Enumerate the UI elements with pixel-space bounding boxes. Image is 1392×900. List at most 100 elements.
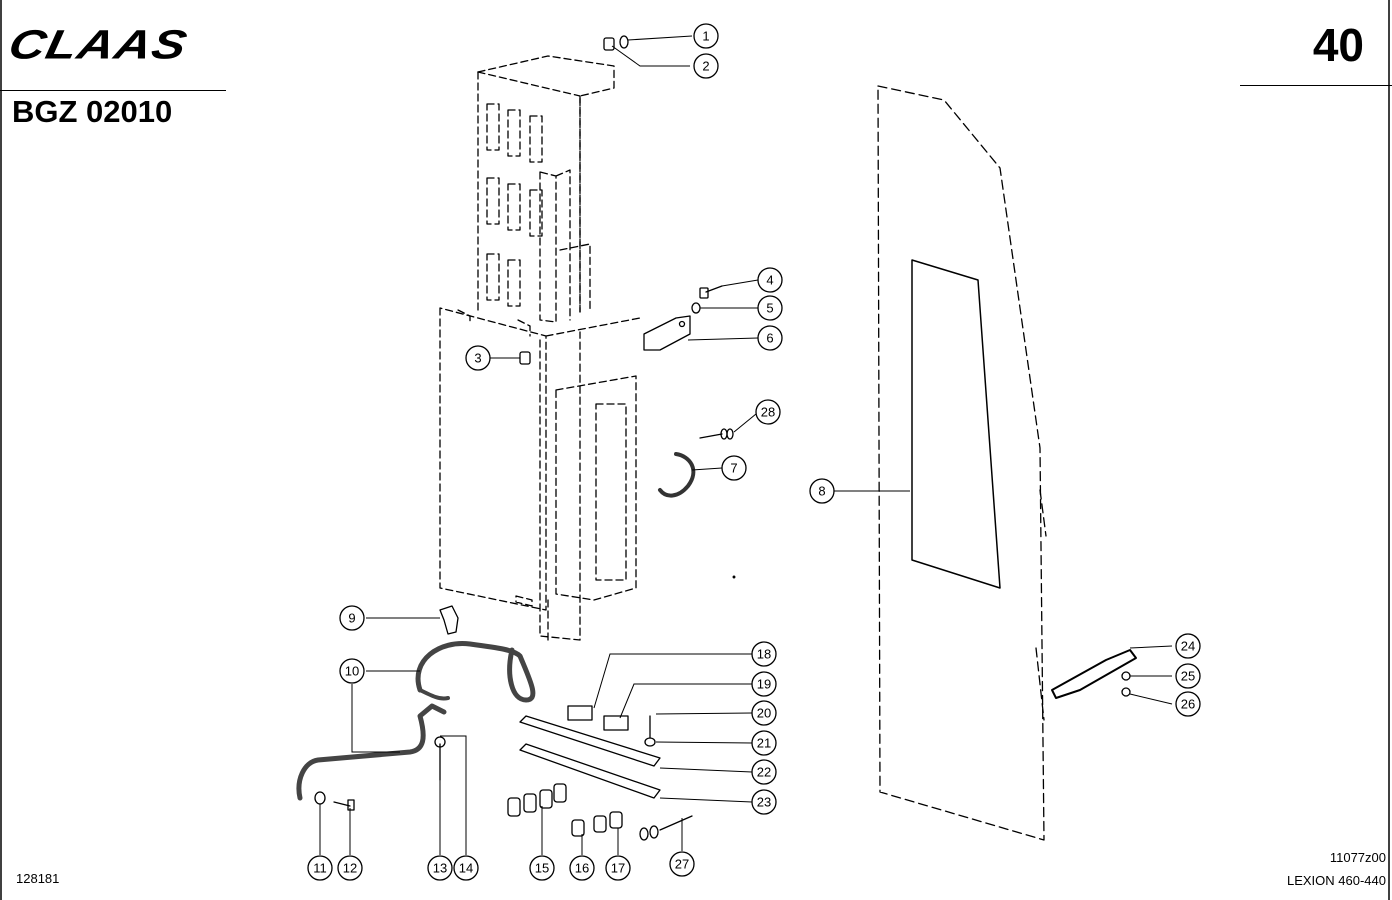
callout-circle — [751, 671, 777, 697]
callout-number: 6 — [766, 331, 773, 346]
callout-number: 15 — [535, 861, 549, 876]
callout-8: 8 — [809, 478, 835, 504]
callout-circle — [757, 295, 783, 321]
callout-17: 17 — [605, 855, 631, 881]
callout-circle — [757, 325, 783, 351]
callout-number: 16 — [575, 861, 589, 876]
callout-circle — [809, 478, 835, 504]
callout-number: 22 — [757, 765, 771, 780]
callout-number: 23 — [757, 795, 771, 810]
callout-circle — [465, 345, 491, 371]
callout-20: 20 — [751, 700, 777, 726]
callout-circle — [1175, 633, 1201, 659]
callout-circle — [751, 700, 777, 726]
callout-number: 12 — [343, 861, 357, 876]
callout-number: 5 — [766, 301, 773, 316]
callout-25: 25 — [1175, 663, 1201, 689]
callout-circle — [693, 53, 719, 79]
callout-circle — [337, 855, 363, 881]
callout-26: 26 — [1175, 691, 1201, 717]
callout-circle — [751, 789, 777, 815]
callout-number: 2 — [702, 59, 709, 74]
callout-circle — [427, 855, 453, 881]
drawing-reference: 11077z00 — [1329, 850, 1386, 865]
callout-circle — [721, 455, 747, 481]
callout-circle — [757, 267, 783, 293]
callout-circle — [751, 641, 777, 667]
callout-number: 7 — [730, 461, 737, 476]
callout-number: 18 — [757, 647, 771, 662]
callout-circle — [1175, 663, 1201, 689]
panel-window — [911, 259, 1001, 589]
nut-part — [603, 37, 615, 51]
header-rule-right — [1240, 85, 1392, 86]
lower-panel-outline — [439, 307, 641, 641]
callout-circle — [339, 658, 365, 684]
callout-12: 12 — [337, 855, 363, 881]
callout-circle — [529, 855, 555, 881]
callout-number: 8 — [818, 484, 825, 499]
callout-number: 24 — [1181, 639, 1195, 654]
callout-number: 17 — [611, 861, 625, 876]
callout-13: 13 — [427, 855, 453, 881]
callout-circle — [751, 730, 777, 756]
callout-number: 28 — [761, 405, 775, 420]
callout-10: 10 — [339, 658, 365, 684]
callout-4: 4 — [757, 267, 783, 293]
callout-circle — [307, 855, 333, 881]
callout-21: 21 — [751, 730, 777, 756]
document-code: BGZ 02010 — [12, 94, 173, 129]
callout-circle — [339, 605, 365, 631]
callout-number: 1 — [702, 29, 709, 44]
model-label: LEXION 460-440 — [1286, 873, 1386, 888]
callout-circle — [669, 851, 695, 877]
callout-28: 28 — [755, 399, 781, 425]
callout-circle — [755, 399, 781, 425]
callout-number: 25 — [1181, 669, 1195, 684]
callout-27: 27 — [669, 851, 695, 877]
callout-number: 10 — [345, 664, 359, 679]
callout-number: 4 — [766, 273, 773, 288]
callout-6: 6 — [757, 325, 783, 351]
page-number: 40 — [1312, 19, 1364, 71]
callout-16: 16 — [569, 855, 595, 881]
callout-number: 20 — [757, 706, 771, 721]
callout-9: 9 — [339, 605, 365, 631]
callout-circle — [1175, 691, 1201, 717]
callout-circle — [605, 855, 631, 881]
washer-part — [619, 35, 629, 49]
callout-number: 13 — [433, 861, 447, 876]
callout-22: 22 — [751, 759, 777, 785]
callout-18: 18 — [751, 641, 777, 667]
callout-11: 11 — [307, 855, 333, 881]
callout-circle — [693, 23, 719, 49]
callout-24: 24 — [1175, 633, 1201, 659]
callout-3: 3 — [465, 345, 491, 371]
callout-number: 19 — [757, 677, 771, 692]
callout-number: 27 — [675, 857, 689, 872]
callout-circle — [453, 855, 479, 881]
callout-23: 23 — [751, 789, 777, 815]
callout-14: 14 — [453, 855, 479, 881]
callout-number: 21 — [757, 736, 771, 751]
header-rule-left — [0, 90, 226, 91]
callout-15: 15 — [529, 855, 555, 881]
callout-circle — [569, 855, 595, 881]
leader-lines — [319, 35, 1173, 855]
side-panel-outline — [877, 85, 1047, 841]
callout-19: 19 — [751, 671, 777, 697]
callout-number: 26 — [1181, 697, 1195, 712]
callout-2: 2 — [693, 53, 719, 79]
callout-number: 11 — [313, 861, 327, 876]
callout-1: 1 — [693, 23, 719, 49]
callout-number: 14 — [459, 861, 473, 876]
callout-number: 3 — [474, 351, 481, 366]
callout-5: 5 — [757, 295, 783, 321]
callout-circle — [751, 759, 777, 785]
upper-bracket-outline — [477, 55, 615, 323]
callout-7: 7 — [721, 455, 747, 481]
footer-code: 128181 — [16, 871, 60, 886]
